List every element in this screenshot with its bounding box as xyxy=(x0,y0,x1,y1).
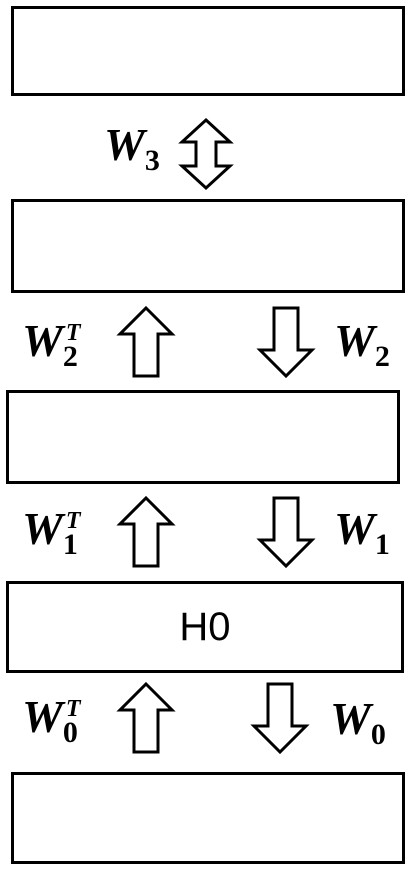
up-arrow-icon xyxy=(116,495,176,568)
layer-box-1 xyxy=(6,390,400,484)
bidirectional-arrow-icon xyxy=(178,117,234,191)
weight-label-w3: W3 xyxy=(104,119,160,177)
weight-label-w2: W2 xyxy=(334,315,390,373)
up-arrow-icon xyxy=(116,305,176,378)
weight-label-w1: W1 xyxy=(334,503,390,561)
layer-box-h0: H0 xyxy=(6,581,404,673)
down-arrow-icon xyxy=(256,306,316,379)
down-arrow-icon xyxy=(250,682,310,755)
weight-label-w0: W0 xyxy=(330,693,386,751)
weight-label-w1-transpose: W1T xyxy=(22,503,81,561)
layer-box-top xyxy=(11,6,405,96)
layer-label-h0: H0 xyxy=(179,604,231,649)
down-arrow-icon xyxy=(256,496,316,569)
up-arrow-icon xyxy=(116,681,176,754)
layer-box-bottom xyxy=(11,772,405,864)
weight-label-w0-transpose: W0T xyxy=(22,691,81,749)
layer-box-2 xyxy=(11,199,405,293)
weight-label-w2-transpose: W2T xyxy=(22,315,81,373)
